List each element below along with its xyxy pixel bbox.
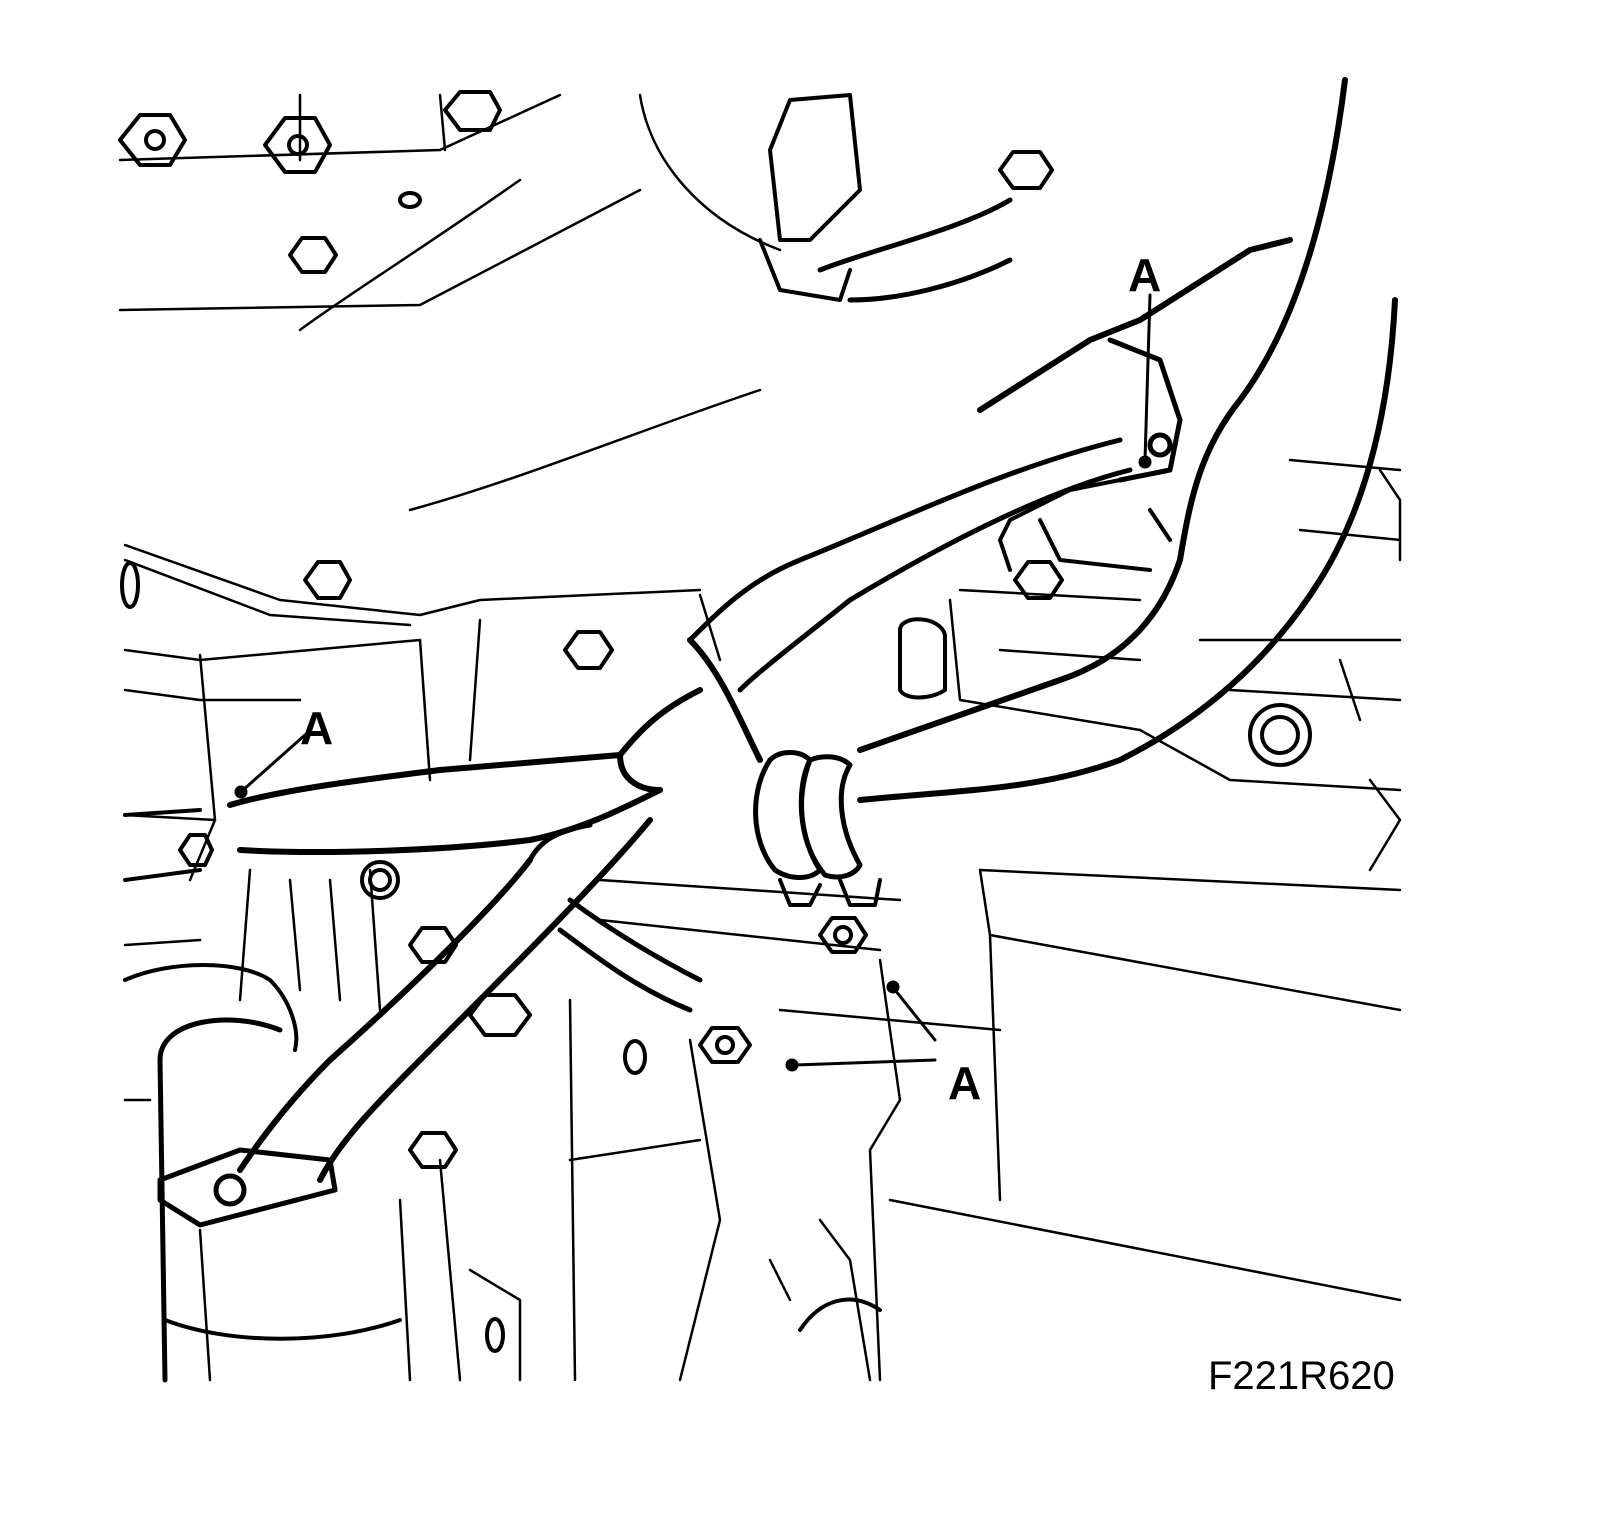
bolt-heads xyxy=(118,90,1312,1353)
leader-a-bottom-1 xyxy=(893,988,937,1042)
leader-dot-a-bottom-2 xyxy=(785,1058,799,1072)
leader-a-bottom-2 xyxy=(793,1058,937,1067)
callout-label-a-top: A xyxy=(1128,249,1162,301)
callout-leaders xyxy=(234,293,1152,1072)
leader-dot-a-left xyxy=(234,785,248,799)
callout-label-a-left: A xyxy=(300,702,334,754)
exhaust-pipe-outline xyxy=(123,77,1398,1383)
leader-a-left xyxy=(241,733,307,792)
engine-block-outline xyxy=(118,93,1402,1382)
figure-id: F221R620 xyxy=(1208,1354,1395,1398)
leader-a-top xyxy=(1143,293,1152,462)
leader-dot-a-bottom-1 xyxy=(886,980,900,994)
leader-dot-a-top xyxy=(1138,455,1152,469)
callout-label-a-bottom: A xyxy=(948,1057,982,1109)
